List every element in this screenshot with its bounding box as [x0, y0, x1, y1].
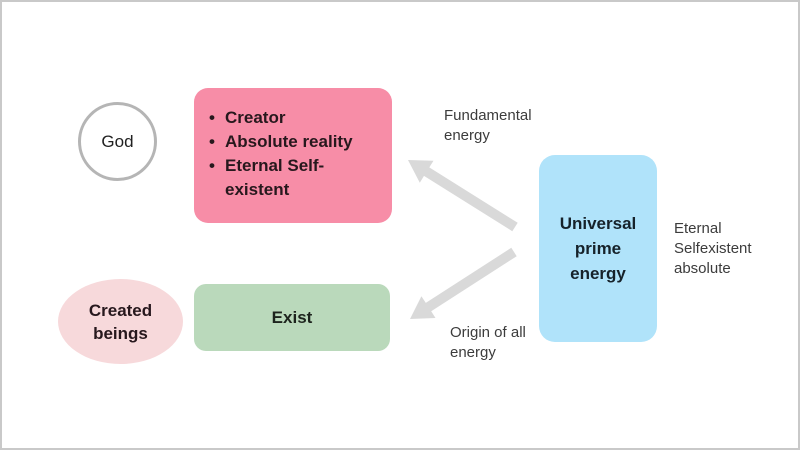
universal-prime-energy-box: Universal prime energy [539, 155, 657, 342]
god-attributes-box: CreatorAbsolute realityEternal Self-exis… [194, 88, 392, 223]
bullet-item: Absolute reality [207, 130, 369, 154]
origin-of-all-energy-annotation: Origin of all energy [450, 324, 526, 361]
fundamental-energy-annotation: Fundamental energy [444, 107, 532, 144]
bullet-item: Creator [207, 106, 369, 130]
god-label: God [101, 131, 134, 151]
god-circle-node: God [78, 102, 157, 181]
eternal-selfexistent-absolute-annotation: Eternal Selfexistent absolute [674, 220, 752, 277]
created-beings-ellipse: Created beings [58, 279, 183, 364]
arrow-to-pink-box [408, 160, 518, 232]
bullet-item: Eternal Self-existent [207, 154, 369, 202]
exist-label: Exist [271, 307, 313, 327]
created-beings-label: Created beings [88, 300, 153, 343]
universal-prime-energy-label: Universal prime energy [559, 214, 637, 283]
arrow-to-green-box [410, 247, 517, 319]
exist-box: Exist [194, 284, 390, 351]
god-attributes-list: CreatorAbsolute realityEternal Self-exis… [194, 88, 379, 202]
